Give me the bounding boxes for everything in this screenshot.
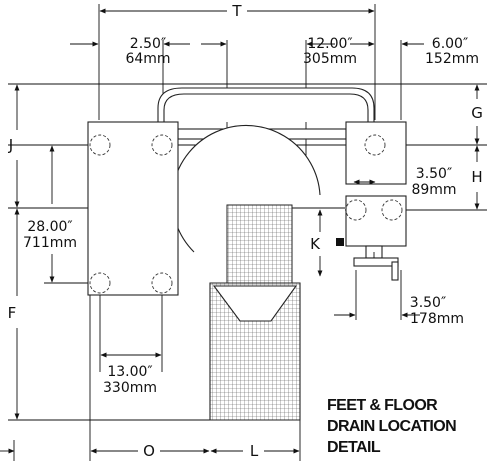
label-t: T (231, 2, 242, 20)
label-j: J (8, 136, 13, 154)
label-h: H (471, 168, 482, 186)
dim-3-50-in-upper: 3.50″ (416, 166, 452, 182)
dim-12-00-in: 12.00″ (307, 36, 352, 52)
machine-outline (87, 87, 407, 421)
label-l: L (250, 442, 259, 460)
dim-3-50-mm-upper: 89mm (411, 182, 456, 198)
dimension-lines (0, 8, 480, 461)
dim-6-00-mm: 152mm (425, 51, 479, 67)
dim-6-00-in: 6.00″ (432, 36, 468, 52)
label-f: F (8, 304, 17, 322)
label-o: O (143, 442, 155, 460)
dim-2-50-mm: 64mm (125, 51, 170, 67)
detail-note-line-3: DETAIL (327, 439, 381, 456)
detail-note-line-2: DRAIN LOCATION (327, 418, 456, 435)
dim-12-00-mm: 305mm (303, 51, 357, 67)
label-g: G (471, 104, 483, 122)
dim-28-00-in: 28.00″ (27, 219, 72, 235)
dim-2-50-in: 2.50″ (130, 36, 166, 52)
dim-13-00-mm: 330mm (103, 380, 157, 396)
dim-28-00-mm: 711mm (23, 235, 77, 251)
floor-drain (209, 282, 301, 421)
drain-channel (226, 204, 293, 284)
detail-note-line-1: FEET & FLOOR (327, 397, 438, 414)
label-k: K (310, 235, 321, 253)
dim-3-50-in-lower: 3.50″ (410, 295, 446, 311)
dim-13-00-in: 13.00″ (107, 364, 152, 380)
dim-3-50-mm-lower: 178mm (410, 311, 464, 327)
